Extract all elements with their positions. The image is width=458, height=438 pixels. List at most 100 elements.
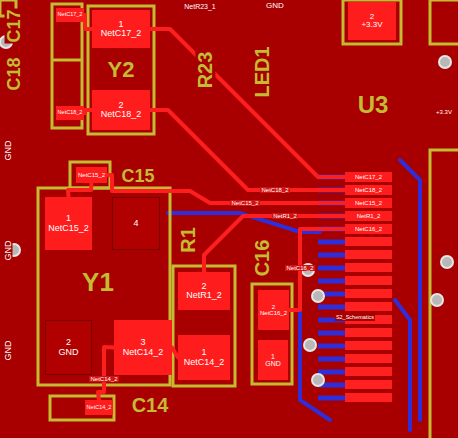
pad-label: NetC14_2 — [184, 358, 225, 367]
pad-label: NetC15_2 — [48, 224, 89, 233]
c14-outline — [50, 396, 114, 420]
connector-outline — [430, 0, 458, 44]
pad-label: 2 — [272, 304, 275, 310]
copper-trace — [150, 110, 345, 190]
designator: C18 — [5, 56, 23, 91]
designator: LED1 — [252, 45, 272, 98]
copper-pad: NetC15_2 — [76, 167, 107, 183]
pad-label: NetC14_2 — [87, 405, 112, 411]
copper-pad: 2+3.3V — [348, 2, 396, 40]
silk-line — [52, 59, 82, 62]
pad-label: +3.3V — [361, 21, 382, 29]
pad-label: NetC17_2 — [355, 174, 382, 180]
pad-label: 2 — [118, 101, 123, 110]
copper-trace — [150, 29, 345, 177]
u3-pad — [345, 393, 392, 402]
via — [431, 294, 443, 306]
via — [312, 290, 324, 302]
pad-label: 1 — [118, 20, 123, 29]
copper-trace — [98, 347, 114, 400]
designator: C16 — [252, 239, 272, 278]
via — [439, 56, 451, 68]
u3-pad — [345, 380, 392, 389]
via — [312, 374, 324, 386]
copper-pad: 1NetC17_2 — [92, 10, 150, 48]
designator: C17 — [5, 8, 23, 43]
copper-trace — [204, 216, 345, 272]
pad-label: 1 — [66, 214, 71, 223]
copper-pad: NetC17_2 — [345, 172, 392, 182]
copper-pad: 2GND — [45, 320, 92, 375]
r1-outline — [173, 266, 235, 386]
u3-pad — [345, 289, 392, 298]
pad-label: NetC16_2 — [260, 310, 287, 316]
y2-outline — [88, 6, 154, 134]
designator: C14 — [131, 395, 170, 415]
pad-label: NetC14_2 — [123, 348, 164, 357]
copper-pad: NetC15_2 — [345, 198, 392, 208]
copper-pad: NetC18_2 — [345, 185, 392, 195]
pad-label: NetR1_2 — [186, 291, 222, 300]
pad-label: NetC18_2 — [58, 110, 83, 116]
pad-label: 1 — [201, 348, 206, 357]
pad-label: 2 — [370, 13, 374, 21]
u3-pad — [345, 367, 392, 376]
pad-label: 2 — [201, 282, 206, 291]
copper-pad: 2NetC16_2 — [258, 290, 289, 330]
pad-label: GND — [265, 360, 281, 367]
copper-pad: 1GND — [258, 340, 288, 380]
designator: Y2 — [107, 59, 136, 81]
net-label: S2_Schematics — [335, 315, 375, 321]
pad-label: NetR1_2 — [357, 213, 381, 219]
copper-pad: NetC18_2 — [56, 106, 84, 120]
copper-pad: 1NetC15_2 — [45, 197, 92, 250]
copper-pad: NetR1_2 — [345, 211, 392, 221]
pad-label: NetC17_2 — [101, 29, 142, 38]
trace-net-label: NetC18_2 — [260, 187, 289, 193]
copper-trace — [84, 110, 92, 113]
pad-label: NetC18_2 — [355, 187, 382, 193]
trace-net-label: NetC14_2 — [89, 376, 118, 382]
pad-label: 4 — [133, 219, 138, 228]
c16-outline — [252, 284, 292, 384]
pad-label: NetC18_2 — [101, 110, 142, 119]
power-pad-outline — [343, 0, 401, 44]
net-label: GND — [265, 2, 285, 10]
net-label: NetR23_1 — [183, 3, 217, 10]
u3-pad — [345, 341, 392, 350]
designator: Y1 — [81, 269, 115, 295]
copper-pad: 2NetC18_2 — [92, 90, 150, 130]
u3-pad — [345, 263, 392, 272]
u3-pad — [345, 276, 392, 285]
trace-net-label: NetC16_2 — [285, 265, 314, 271]
connector-outline — [430, 150, 458, 438]
pad-label: NetC16_2 — [355, 226, 382, 232]
copper-pad: 3NetC14_2 — [114, 320, 172, 375]
designator: R1 — [178, 226, 198, 254]
copper-pad: NetC16_2 — [345, 224, 392, 234]
net-label: GND — [4, 239, 13, 261]
net-label: GND — [4, 339, 13, 361]
designator: U3 — [357, 93, 390, 117]
copper-trace — [84, 15, 92, 29]
net-label: +3.3V — [435, 109, 453, 115]
pad-label: NetC15_2 — [355, 200, 382, 206]
u3-pad — [345, 354, 392, 363]
u3-pad — [345, 302, 392, 311]
copper-pad: 4 — [112, 197, 160, 250]
pad-label: 1 — [271, 353, 275, 360]
u3-pad — [345, 328, 392, 337]
via — [441, 256, 453, 268]
via — [304, 339, 316, 351]
pad-label: GND — [59, 348, 79, 357]
vias — [0, 36, 453, 386]
pad-label: NetC17_2 — [58, 12, 83, 18]
trace-net-label: NetR1_2 — [272, 213, 298, 219]
u3-pad — [345, 250, 392, 259]
u3-pin-row — [318, 177, 392, 402]
copper-pad: 2NetR1_2 — [178, 272, 230, 310]
u3-pad — [345, 237, 392, 246]
pad-label: NetC15_2 — [78, 172, 105, 178]
